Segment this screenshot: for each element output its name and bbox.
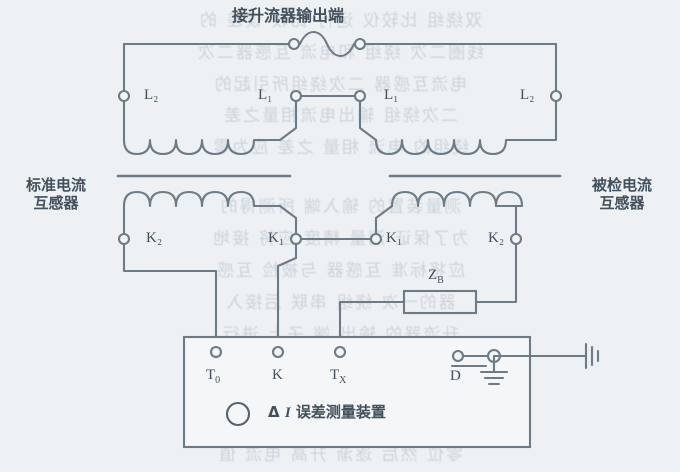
label-meter-Tx-sub: X [339, 375, 347, 386]
terminal-K2-right[interactable] [509, 232, 523, 246]
label-meter-T0: T0 [206, 368, 220, 386]
left-secondary-winding [122, 190, 282, 208]
label-L2-right: L₂ [520, 87, 535, 103]
label-K1-left: K₁ [268, 230, 285, 246]
left-transformer-label-line2: 互感器 [33, 194, 79, 213]
label-L2-left: L₂ [144, 87, 159, 103]
terminal-L2-left[interactable] [117, 89, 131, 103]
terminal-L2-right[interactable] [549, 89, 563, 103]
ac-sine-icon [298, 30, 356, 58]
label-K1-right: K₁ [386, 230, 403, 246]
label-meter-T0-base: T [206, 367, 216, 383]
wire-K1-to-K-terminal [276, 242, 298, 354]
terminal-L1-right[interactable] [353, 89, 367, 103]
source-terminal-left[interactable] [287, 37, 301, 51]
wire-K2-right-drop [494, 204, 518, 236]
label-K2-left: K₂ [146, 230, 163, 246]
label-meter-Tx: TX [330, 368, 346, 386]
label-L1-right: L₁ [384, 87, 399, 103]
terminal-K2-left[interactable] [117, 232, 131, 246]
wire-K2right-to-burden [474, 242, 518, 304]
wire-K1-right-drop [374, 204, 394, 236]
wire-L2-right-rise [530, 99, 558, 142]
meter-terminal-K[interactable] [271, 345, 285, 359]
meter-terminal-T0[interactable] [209, 345, 223, 359]
right-transformer-label-line1: 被检电流 [591, 176, 652, 194]
wire-L1-left-rise [278, 99, 298, 142]
label-burden-base: Z [428, 267, 438, 283]
delta-symbol: Δ [268, 403, 280, 421]
label-meter-Tx-base: T [330, 367, 340, 383]
label-burden-ZB: ZB [428, 268, 444, 286]
left-transformer-label-line1: 标准电流 [25, 176, 86, 194]
label-L1-left: L₁ [258, 87, 273, 103]
burden-impedance-box [402, 289, 478, 315]
terminal-L1-left[interactable] [289, 89, 303, 103]
error-measurement-device-box [182, 335, 532, 449]
label-meter-K: K [272, 367, 283, 383]
right-secondary-winding [390, 190, 524, 208]
wire-burden-to-Tx [338, 300, 406, 354]
label-meter-T0-sub: 0 [215, 375, 221, 386]
source-terminal-right[interactable] [353, 37, 367, 51]
wire-K2left-to-T0 [122, 242, 218, 354]
wire-K1-left-rise [278, 204, 298, 236]
label-K2-right: K₂ [488, 230, 505, 246]
error-measurement-device-label: Δ I 误差测量装置 [268, 405, 386, 421]
terminal-K1-right[interactable] [369, 232, 383, 246]
diagram-title: 接升流器输出端 [232, 6, 345, 25]
left-primary-winding [122, 138, 282, 156]
label-burden-sub: B [437, 275, 444, 286]
right-transformer-label-line2: 互感器 [599, 194, 645, 213]
device-name: 误差测量装置 [295, 403, 386, 421]
label-ground-terminal-D: D [450, 368, 461, 384]
left-transformer-label: 标准电流 互感器 [8, 176, 104, 213]
terminal-D[interactable] [451, 349, 465, 363]
wire-L1-right-drop [358, 99, 378, 142]
right-primary-winding [374, 138, 534, 156]
terminal-K1-left[interactable] [289, 232, 303, 246]
round-indicator-icon [225, 401, 251, 427]
current-symbol: I [284, 405, 291, 421]
right-transformer-label: 被检电流 互感器 [572, 176, 672, 213]
meter-terminal-Tx[interactable] [333, 345, 347, 359]
